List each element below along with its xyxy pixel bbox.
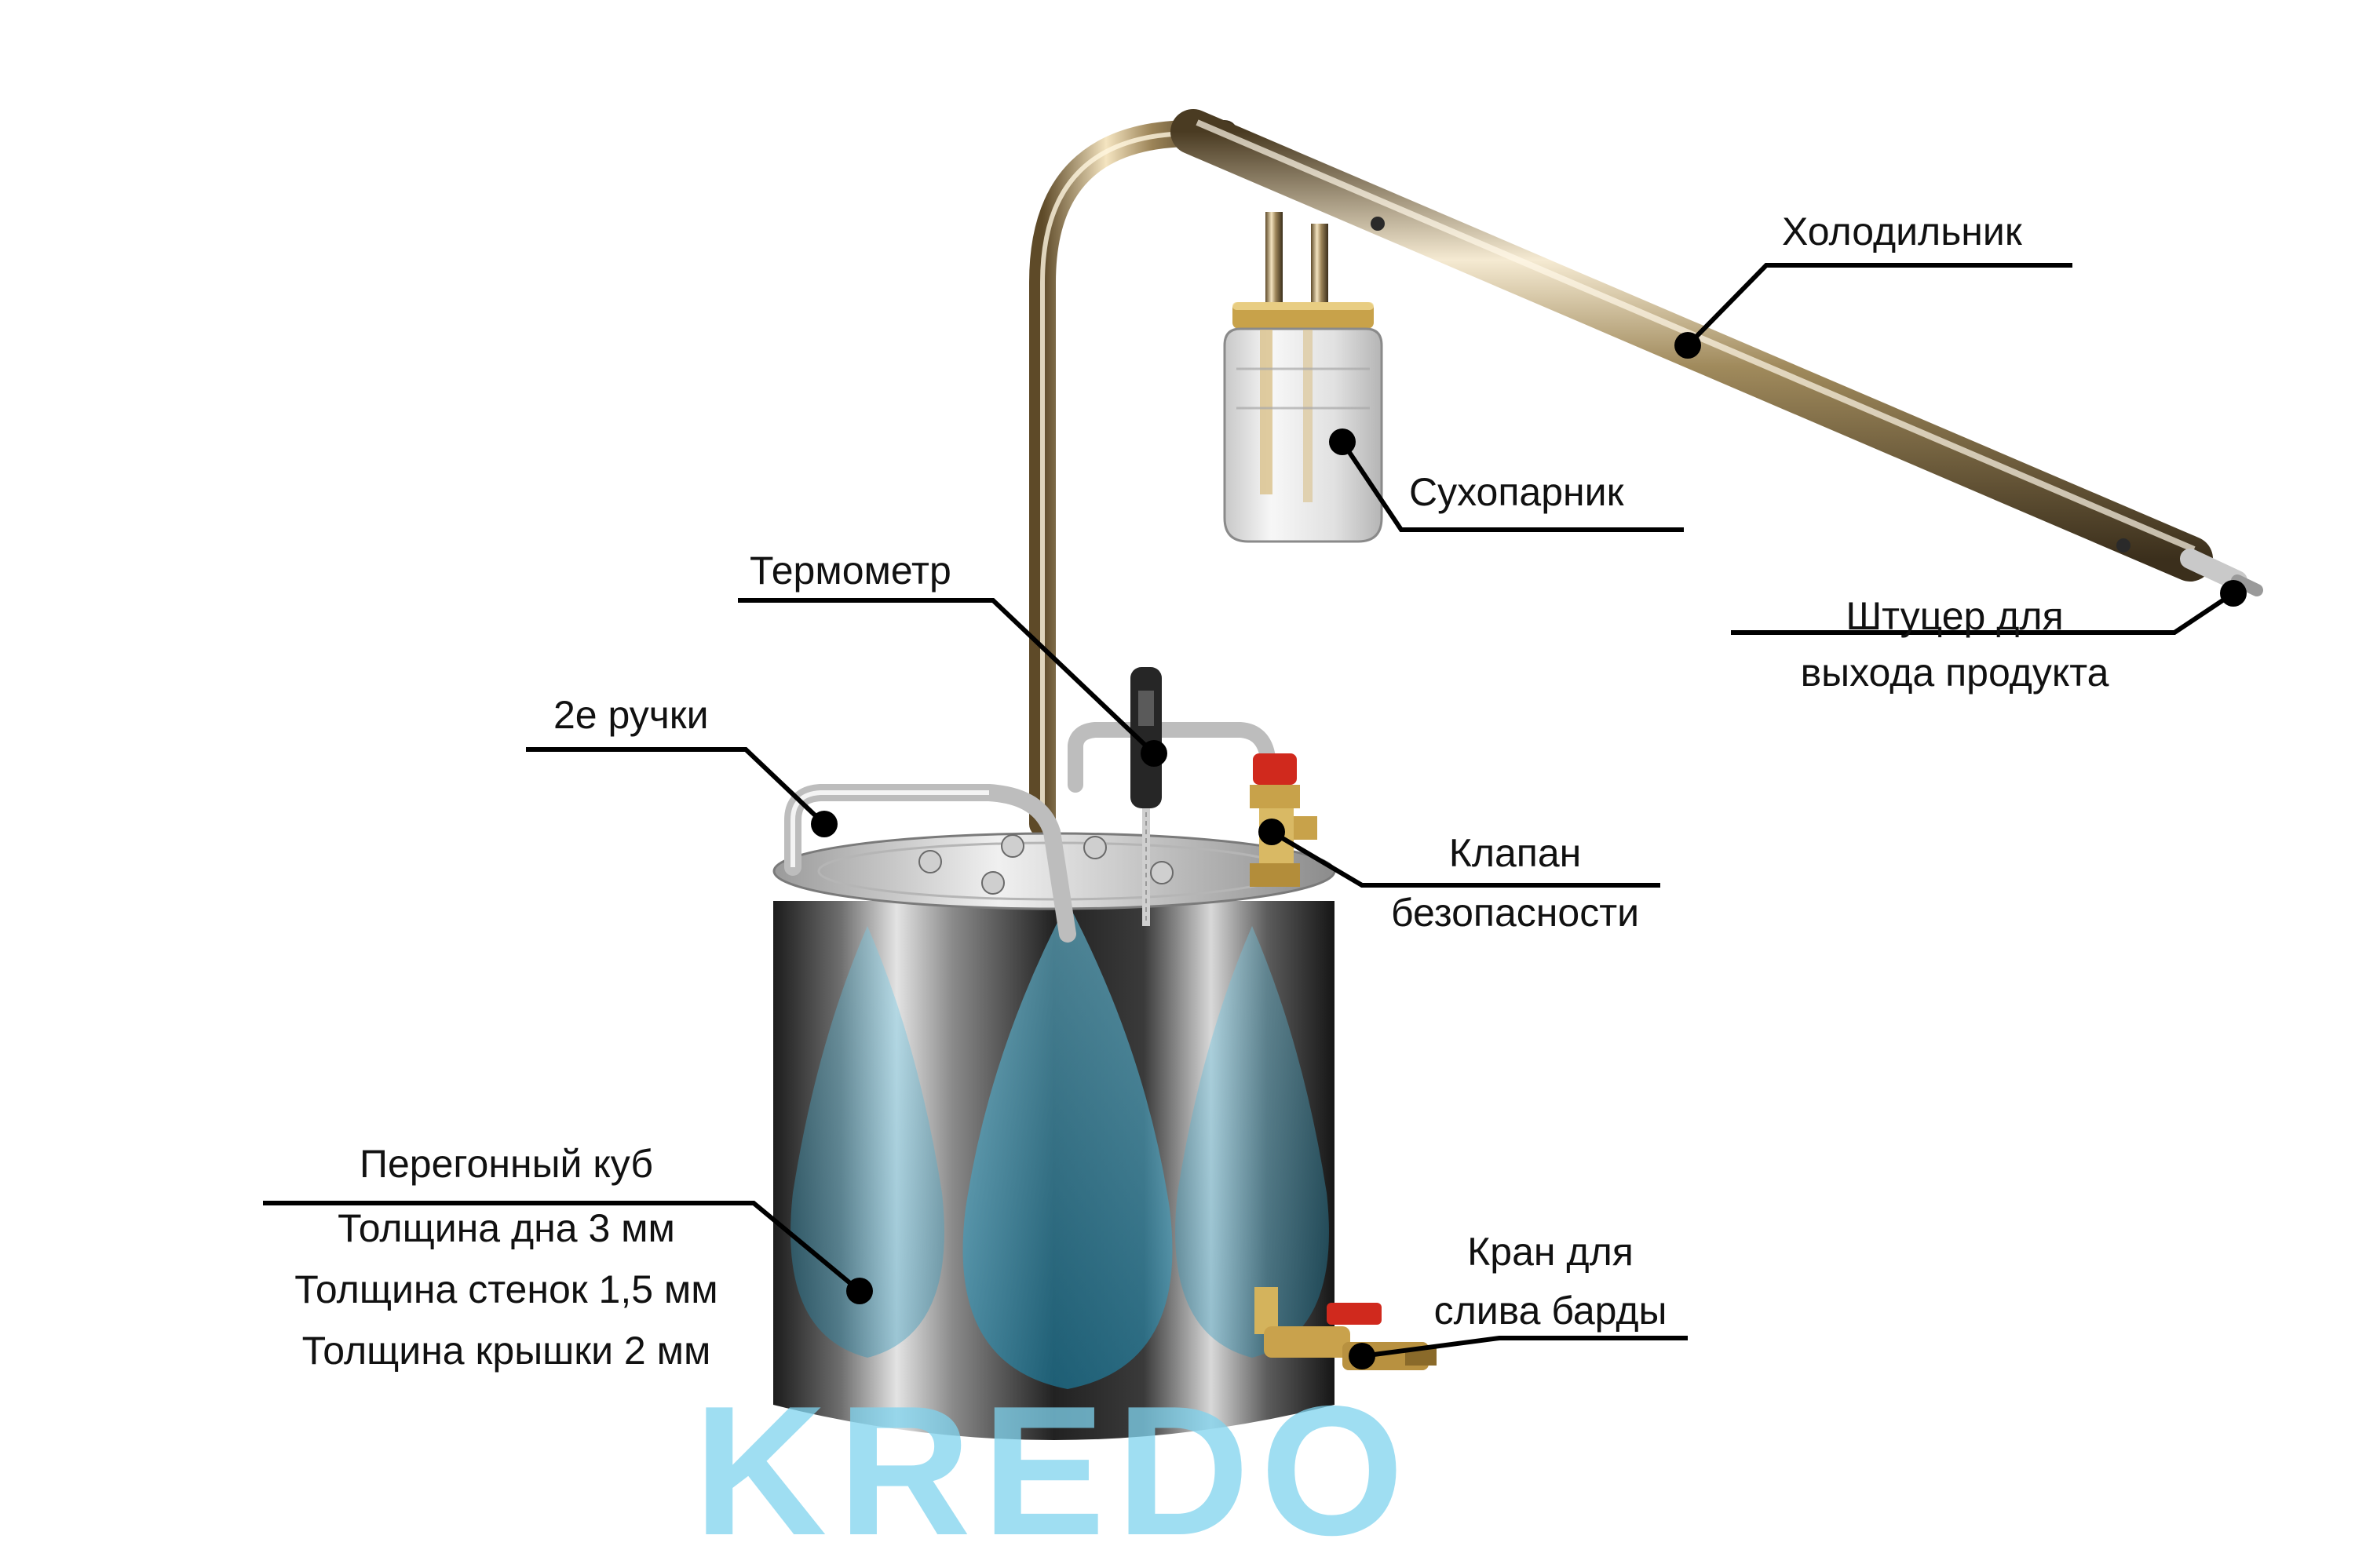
label-still-pot-line1: Перегонный куб	[360, 1142, 653, 1186]
label-still-pot-line3: Толщина стенок 1,5 мм	[294, 1267, 718, 1311]
label-dry-steamer: Сухопарник	[1409, 470, 1624, 514]
label-still-pot-line2: Толщина дна 3 мм	[338, 1206, 675, 1250]
watermark-logo: KREDO	[694, 1367, 1415, 1564]
leader-lines	[263, 263, 2235, 1358]
watermark-drops	[790, 903, 1329, 1389]
label-thermometer: Термометр	[750, 549, 951, 593]
label-drain-tap-line1: Кран для	[1467, 1230, 1634, 1274]
label-condenser: Холодильник	[1782, 210, 2022, 253]
dry-steamer	[1223, 212, 1383, 543]
safety-valve	[1250, 753, 1317, 887]
label-still-pot-line4: Толщина крышки 2 мм	[301, 1329, 711, 1373]
still-pot	[772, 832, 1336, 1440]
label-safety-valve-line1: Клапан	[1448, 831, 1582, 875]
leader-dots	[811, 332, 2247, 1369]
vapor-pipe	[1029, 120, 1238, 837]
label-safety-valve-line2: безопасности	[1390, 891, 1640, 935]
label-outlet-line1: Штуцер для	[1846, 594, 2064, 638]
label-drain-tap-line2: слива барды	[1433, 1289, 1667, 1333]
thermometer	[1130, 667, 1162, 926]
label-outlet-line2: выхода продукта	[1800, 651, 2109, 695]
label-handles: 2е ручки	[553, 693, 709, 737]
